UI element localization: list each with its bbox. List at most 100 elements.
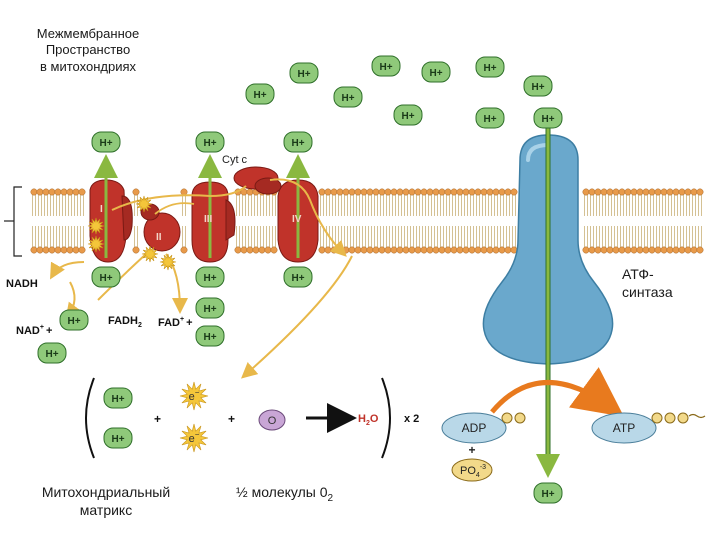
matrix-line-1: Митохондриальный [41,484,171,500]
complex-3-label: III [204,214,213,225]
proton-badge: H+ [195,325,225,347]
electron-star: e− [179,381,209,411]
proton-badge: H+ [91,266,121,288]
proton-label: H+ [203,304,216,315]
fad-label: FAD++ [158,316,193,329]
proton-label: H+ [541,489,554,500]
nadh-label: NADH [6,278,38,290]
electron-spark [135,195,153,213]
proton-badge: H+ [195,131,225,153]
electron-spark [141,245,159,263]
proton-badge: H+ [59,309,89,331]
proton-label: H+ [291,273,304,284]
atp-phosphate-3 [677,412,689,424]
proton-badge: H+ [371,55,401,77]
proton-badge: H+ [333,86,363,108]
matrix-plus-2: + [228,412,235,426]
adp-label: ADP [462,421,487,435]
atp-synthase-highlight [526,143,550,162]
fadh2-label: FADH2 [108,315,142,329]
proton-label: H+ [297,69,310,80]
adp-phosphate-1 [501,412,513,424]
proton-badge: H+ [393,104,423,126]
half-oxygen-sub: 2 [327,492,334,504]
atp-synthase-line-1: АТФ- [622,266,654,282]
proton-label: H+ [111,394,124,405]
times-two-label: x 2 [404,413,419,425]
proton-badge: H+ [533,107,563,129]
proton-badge: H+ [283,266,313,288]
atp-label: ATP [613,421,635,435]
left-parenthesis [85,377,95,459]
proton-label: H+ [67,316,80,327]
atp-phosphate-1 [651,412,663,424]
proton-badge: H+ [195,297,225,319]
adp-to-atp-arrow [490,367,625,417]
proton-badge: H+ [37,342,67,364]
proton-label: H+ [99,138,112,149]
atp-synthase-label: АТФ- синтаза [622,266,702,301]
cyt-c-label: Cyt c [222,154,248,166]
cytochrome-c [233,166,282,195]
electron-spark [159,253,177,271]
adp-phosphate-2 [514,412,526,424]
proton-badge: H+ [475,56,505,78]
atp-synthase-line-2: синтаза [622,283,673,300]
phosphate-molecule [451,458,493,482]
half-oxygen-label: ½ молекулы 02 [236,484,416,505]
electron-label: e− [189,430,200,445]
complex-1-label: I [100,204,103,215]
phosphate-label: PO4-3 [460,464,486,479]
proton-label: H+ [401,111,414,122]
proton-label: H+ [429,68,442,79]
proton-label: H+ [541,114,554,125]
matrix-plus-1: + [154,412,161,426]
atp-molecule [591,412,657,444]
electron-path-2b [154,202,195,215]
electron-path-1 [111,185,247,211]
atp-phosphate-2 [664,412,676,424]
proton-badge: H+ [475,107,505,129]
complex-4-label: IV [292,214,302,225]
proton-label: H+ [203,138,216,149]
proton-badge: H+ [91,131,121,153]
proton-label: H+ [99,273,112,284]
complex-2-label: II [156,232,162,243]
intermembrane-line-3: в митохондриях [40,58,136,74]
intermembrane-line-2: Пространство [45,42,131,58]
protons: H+ H+ H+ H+ H+ H+ H+ H+ H+ H+ H+ H+ H+ H+ H+ H+ H+ H+ H+ H+… [37,55,563,504]
proton-label: H+ [483,114,496,125]
nad-label: NAD++ [16,324,52,337]
proton-label: H+ [45,349,58,360]
half-oxygen-text: ½ молекулы 0 [236,484,328,500]
adp-molecule [441,412,507,444]
proton-label: H+ [341,93,354,104]
electron-star: e− [179,423,209,453]
electron-spark [87,217,105,235]
proton-label: H+ [203,273,216,284]
electron-path-2 [269,178,347,257]
proton-badge: H+ [283,131,313,153]
proton-label: H+ [203,332,216,343]
proton-label: H+ [379,62,392,73]
water-label: H2O [358,413,379,427]
phosphate-plus: + [468,443,475,457]
proton-label: H+ [291,138,304,149]
proton-label: H+ [111,434,124,445]
proton-badge: H+ [103,387,133,409]
electron-spark [87,235,105,253]
intermembrane-space-label: Межмембранное Пространство в митохондрия… [8,26,168,75]
right-parenthesis [381,377,391,459]
proton-label: H+ [253,90,266,101]
proton-badge: H+ [103,427,133,449]
nadh-arrow [50,261,85,280]
inner-membrane [30,188,704,254]
proton-label: H+ [531,82,544,93]
electron-label: e− [189,388,200,403]
fadh2-arrow-in [97,253,147,301]
membrane-bracket [13,186,22,257]
electron-to-matrix-arrow [241,255,353,379]
atp-bond-squiggle [688,413,706,419]
electrons: e− e− [87,195,209,453]
